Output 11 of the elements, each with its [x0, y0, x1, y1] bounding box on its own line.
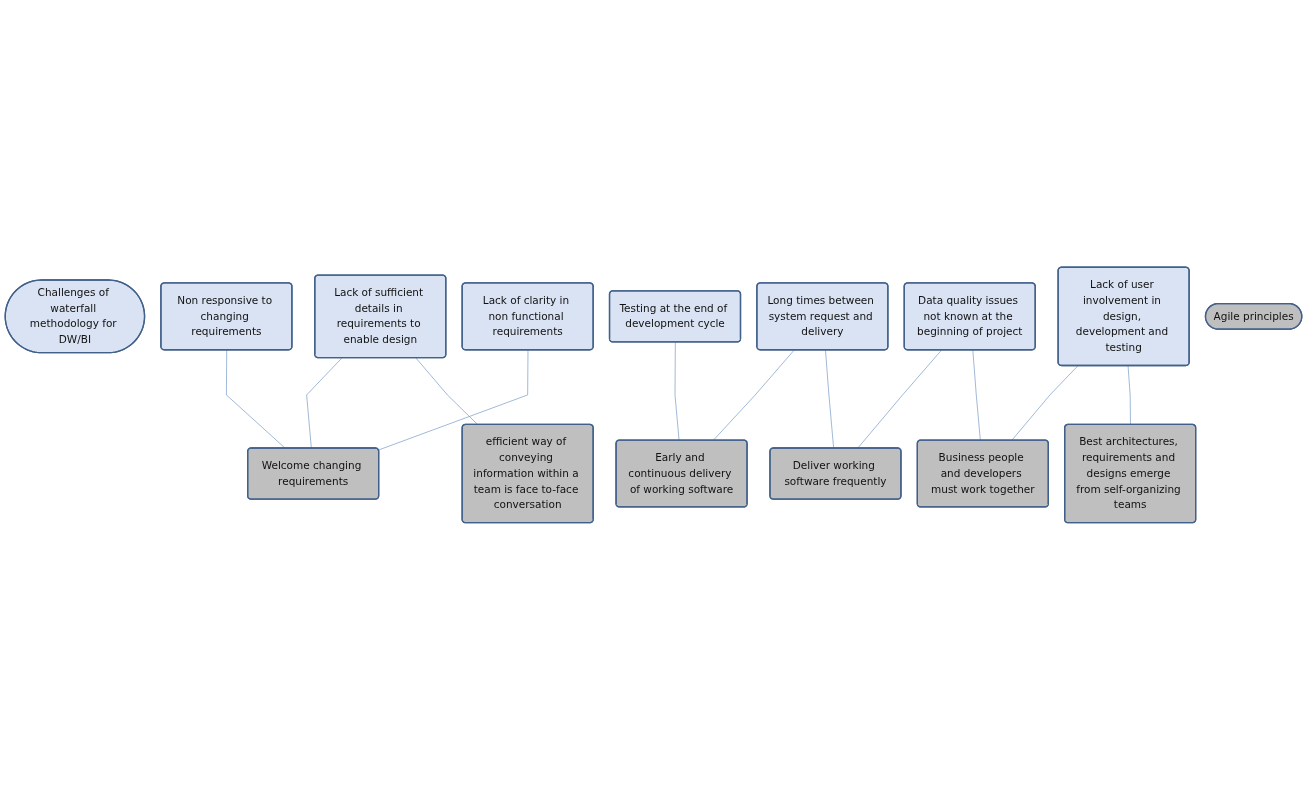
connector — [674, 341, 680, 441]
connector — [1127, 365, 1131, 426]
connector — [1011, 365, 1079, 441]
connector — [712, 349, 795, 441]
connector — [415, 357, 479, 426]
connector — [226, 349, 286, 449]
connector — [857, 349, 942, 449]
connector — [825, 349, 834, 449]
connector — [972, 349, 981, 441]
connector — [306, 357, 343, 449]
connector — [378, 349, 529, 451]
